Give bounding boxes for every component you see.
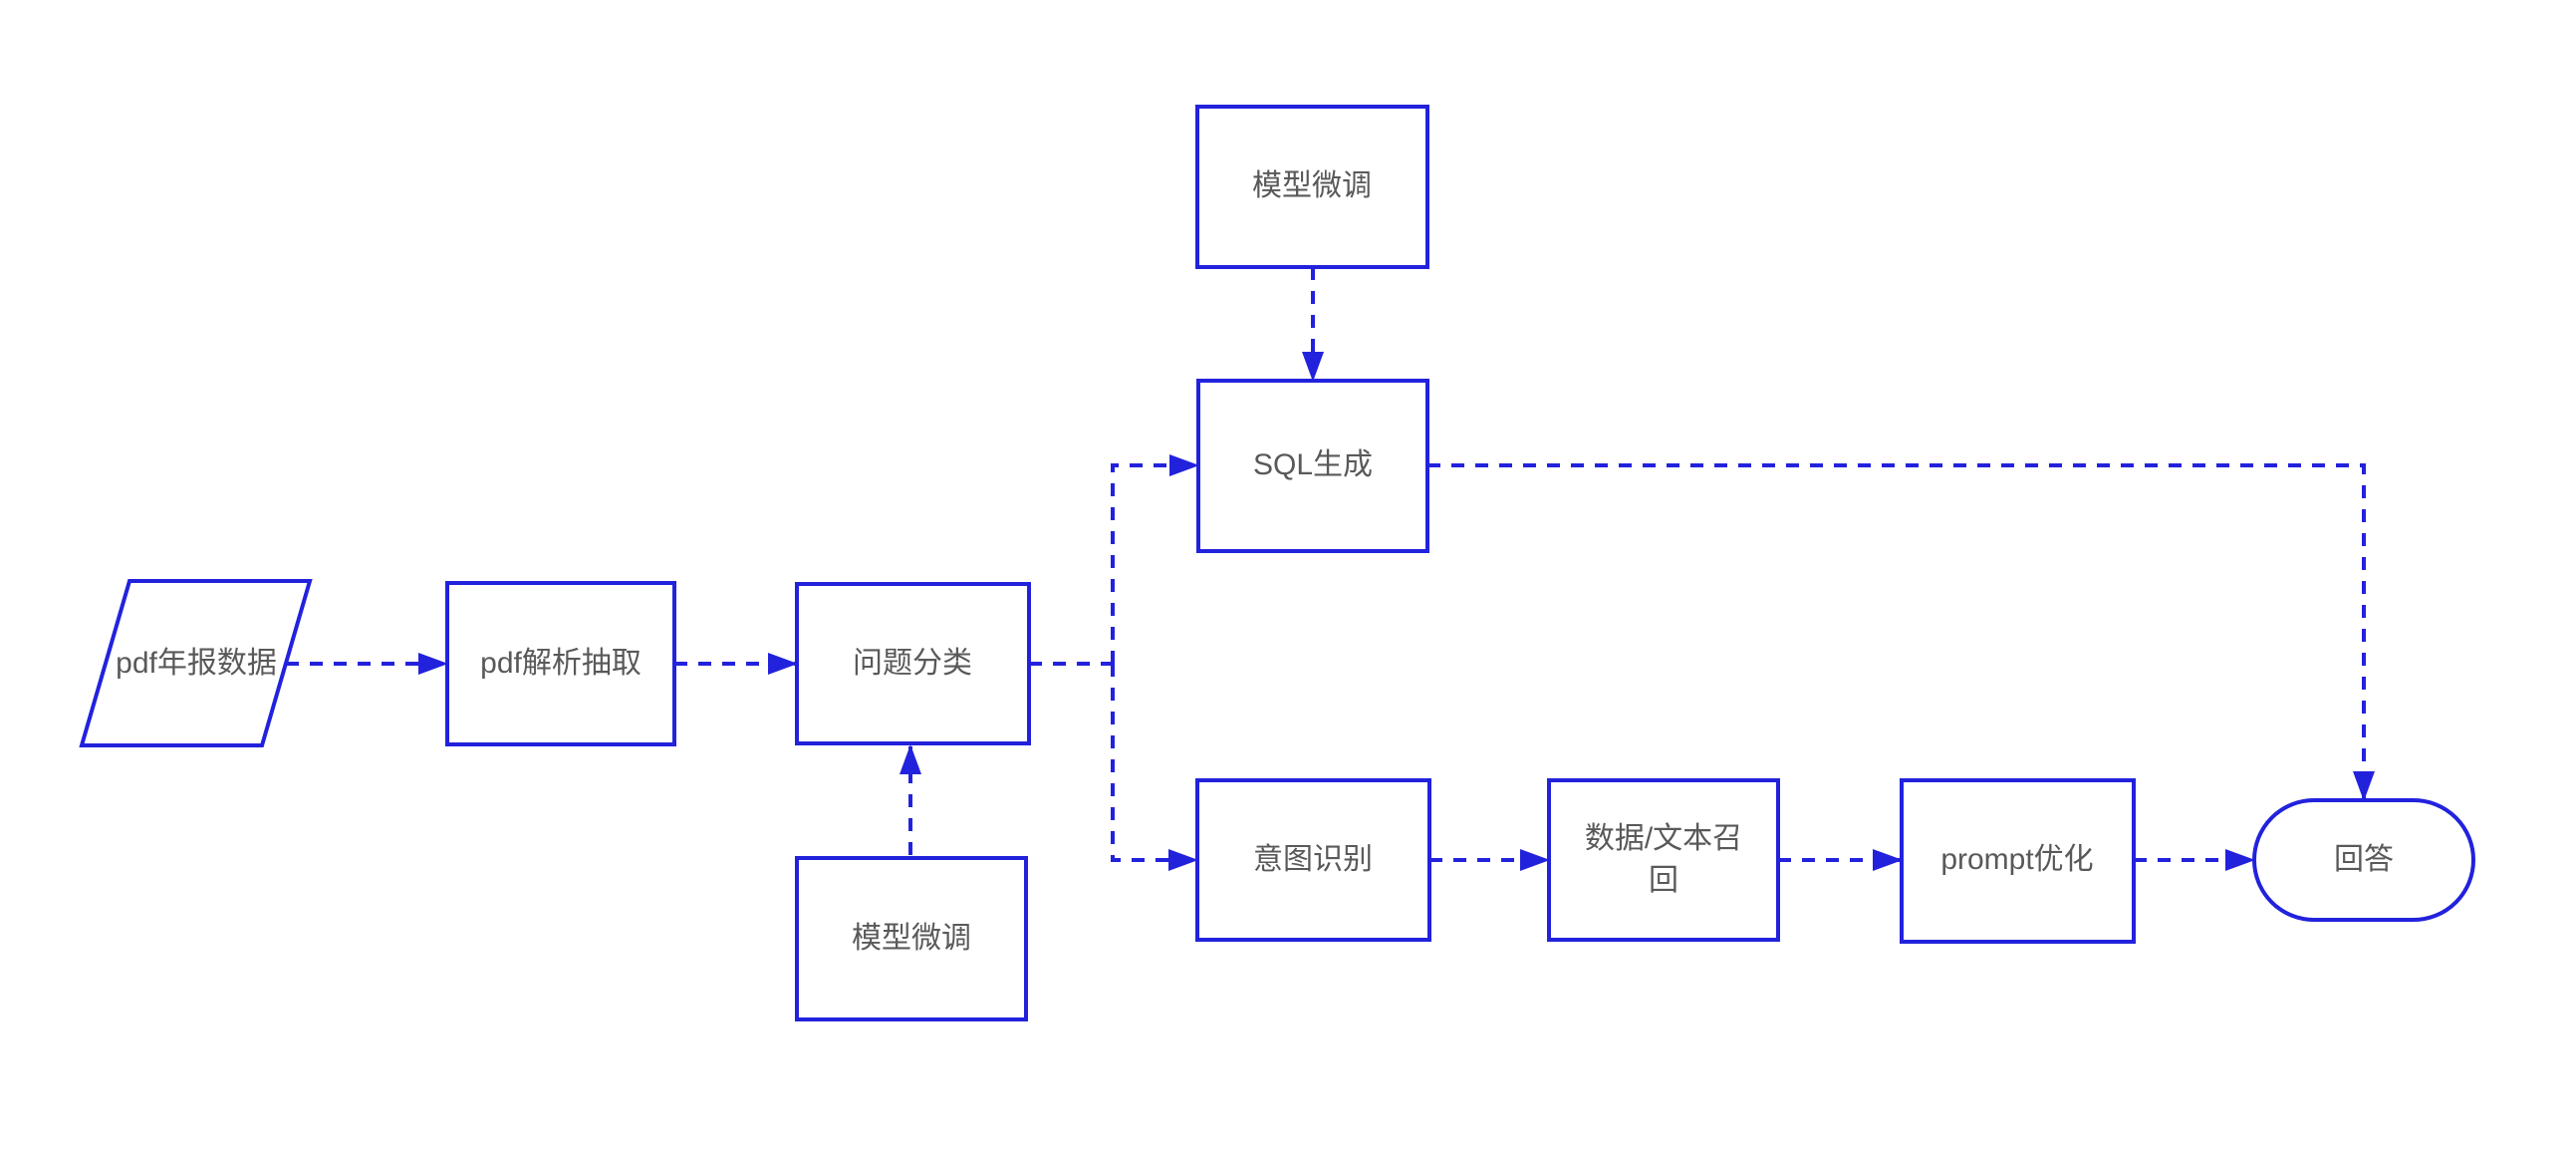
node-label-answer: 回答 bbox=[2334, 843, 2394, 876]
edge-sqlgen-to-answer bbox=[1427, 463, 2375, 801]
node-label-model-finetune-bottom: 模型微调 bbox=[852, 922, 971, 955]
node-label-prompt-optimization: prompt优化 bbox=[1940, 843, 2094, 876]
node-label-question-classification: 问题分类 bbox=[853, 647, 972, 680]
node-label-pdf-report-data: pdf年报数据 bbox=[116, 647, 277, 680]
node-shape-intent-recognition bbox=[1195, 778, 1431, 942]
node-label-model-finetune-top: 模型微调 bbox=[1252, 169, 1372, 202]
node-label-intent-recognition: 意图识别 bbox=[1253, 843, 1373, 876]
node-shape-pdf-parse-extract bbox=[445, 581, 676, 746]
node-shape-model-finetune-top bbox=[1195, 105, 1429, 269]
node-label-data-text-recall: 数据/文本召回 bbox=[1584, 822, 1743, 897]
node-shape-model-finetune-bottom bbox=[795, 856, 1028, 1021]
node-shape-prompt-optimization bbox=[1900, 778, 2136, 944]
node-shape-answer bbox=[2252, 798, 2475, 922]
node-shape-pdf-report-data bbox=[79, 579, 313, 747]
node-label-pdf-parse-extract: pdf解析抽取 bbox=[480, 647, 642, 680]
edge-junction-to-intent bbox=[1111, 664, 1198, 871]
node-shape-question-classification bbox=[795, 582, 1031, 745]
node-label-sql-generation: SQL生成 bbox=[1252, 448, 1374, 481]
node-shape-data-text-recall bbox=[1547, 778, 1780, 942]
edge-junction-to-sqlgen bbox=[1111, 454, 1199, 664]
node-shape-sql-generation bbox=[1196, 379, 1429, 553]
